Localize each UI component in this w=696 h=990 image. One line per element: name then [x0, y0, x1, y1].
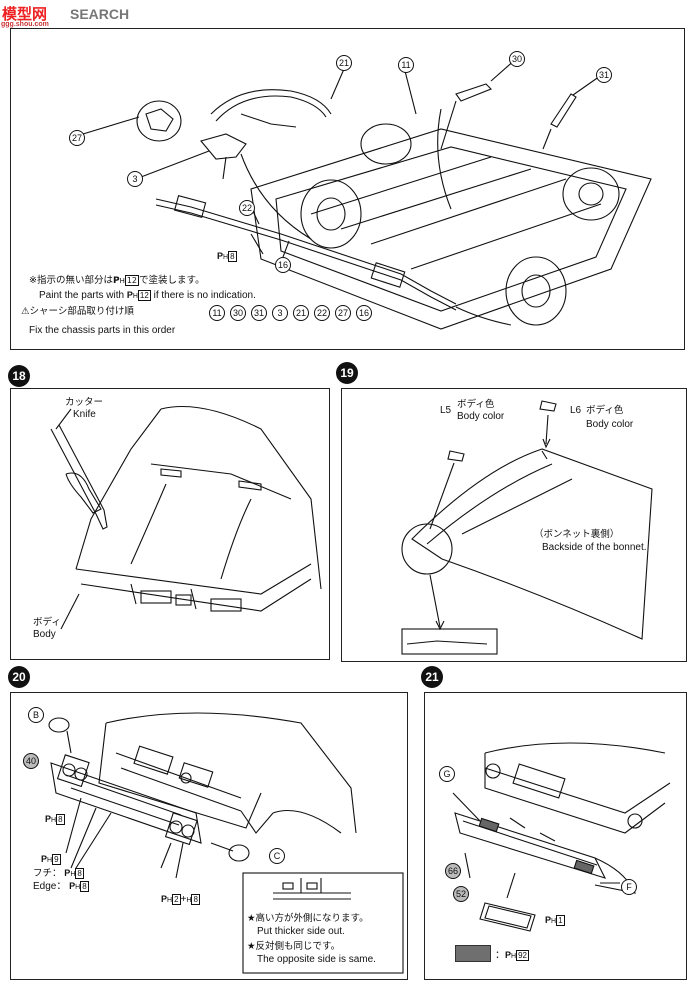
knife-label-en: Knife [73, 409, 96, 420]
part-16-marker: 16 [275, 257, 291, 273]
note-opposite-jp: ★反対側も同じです。 [247, 941, 341, 952]
note-opposite-en: The opposite side is same. [257, 954, 376, 965]
order-step: 31 [251, 305, 267, 321]
body-label-jp: ボディ [33, 617, 61, 628]
watermark-brand-en: SEARCH [70, 6, 130, 22]
part-3-marker: 3 [127, 171, 143, 187]
watermark-brand: 模型网 [2, 5, 48, 23]
part-66-marker: 66 [445, 863, 461, 879]
bonnet-backside-jp: （ボンネット裏側） [534, 529, 620, 540]
l5-label: L5 [440, 405, 452, 416]
color-swatch [455, 945, 491, 962]
chassis-illustration [82, 58, 652, 330]
part-27-marker: 27 [69, 130, 85, 146]
order-step: 3 [272, 305, 288, 321]
order-step: 21 [293, 305, 309, 321]
warning-icon: ⚠ [21, 306, 30, 317]
part-11-marker: 11 [398, 57, 414, 73]
step-19-panel: L5 ボディ色 Body color L6 ボディ色 Body color （ボ… [341, 388, 687, 662]
step-21-number: 21 [421, 666, 443, 688]
part-40-marker: 40 [23, 753, 39, 769]
order-step: 16 [356, 305, 372, 321]
step-18-number: 18 [8, 365, 30, 387]
l6-color-en: Body color [586, 419, 634, 430]
l5-color-en: Body color [457, 411, 505, 422]
order-step: 11 [209, 305, 225, 321]
knife-label-jp: カッター [65, 397, 104, 408]
part-21-marker: 21 [336, 55, 352, 71]
order-step: 27 [335, 305, 351, 321]
step-19-number: 19 [336, 362, 358, 384]
step-21-illustration [452, 742, 671, 932]
watermark-url: ggg.shou.com [1, 21, 49, 28]
part-f-marker: F [621, 879, 637, 895]
l6-color-jp: ボディ色 [586, 405, 624, 416]
note-thicker-jp: ★高い方が外側になります。 [247, 913, 369, 924]
note-thicker-en: Put thicker side out. [257, 926, 345, 937]
step-20-illustration [48, 712, 404, 974]
step-18-illustration [50, 405, 322, 630]
assembly-order-en: Fix the chassis parts in this order [29, 325, 176, 336]
part-c-marker: C [269, 848, 285, 864]
part-b-marker: B [28, 707, 44, 723]
step-19-illustration [401, 400, 653, 655]
l6-label: L6 [570, 405, 582, 416]
part-22-marker: 22 [239, 200, 255, 216]
step-18-panel: カッター Knife ボディ Body [10, 388, 330, 660]
step-20-number: 20 [8, 666, 30, 688]
l5-color-jp: ボディ色 [457, 399, 495, 410]
assembly-order-sequence: 11 30 31 3 21 22 27 16 [209, 305, 379, 321]
assembly-order-jp: ⚠シャーシ部品取り付け順 [21, 306, 134, 317]
part-g-marker: G [439, 766, 455, 782]
bonnet-backside-en: Backside of the bonnet. [542, 542, 647, 553]
body-label-en: Body [33, 629, 56, 640]
part-30-marker: 30 [509, 51, 525, 67]
part-52-marker: 52 [453, 886, 469, 902]
order-step: 22 [314, 305, 330, 321]
order-step: 30 [230, 305, 246, 321]
watermark-logo: 模型网 SEARCH ggg.shou.com [0, 0, 170, 30]
part-31-marker: 31 [596, 67, 612, 83]
